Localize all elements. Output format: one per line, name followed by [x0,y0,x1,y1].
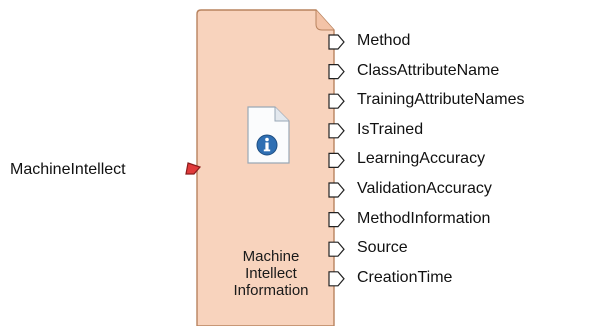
output-label-trainingattributenames: TrainingAttributeNames [357,91,525,109]
output-label-method: Method [357,32,411,49]
output-port-trainingattributenames[interactable] [328,93,345,109]
output-port-method[interactable] [328,34,345,50]
output-label-classattributename: ClassAttributeName [357,61,500,79]
output-label-istrained: IsTrained [357,120,424,138]
output-port-methodinformation[interactable] [328,212,345,228]
output-port-learningaccuracy[interactable] [328,152,345,168]
node-caption-line: Intellect [245,265,297,282]
input-port-machineintellect[interactable] [185,162,202,175]
node-caption: Machine Intellect Information [212,248,330,299]
output-port-source[interactable] [328,241,345,257]
node-fold-corner [315,10,334,31]
output-label-creationtime: CreationTime [357,268,453,286]
info-document-icon [247,106,290,164]
output-port-creationtime[interactable] [328,271,345,287]
output-port-istrained[interactable] [328,123,345,139]
output-label-validationaccuracy: ValidationAccuracy [357,180,492,197]
output-port-classattributename[interactable] [328,63,345,80]
node-body[interactable] [196,9,335,326]
output-port-validationaccuracy[interactable] [328,182,345,198]
output-label-source: Source [357,239,408,257]
output-label-learningaccuracy: LearningAccuracy [357,150,486,168]
node-caption-line: Information [233,282,309,299]
input-label-machineintellect: MachineIntellect [10,161,126,178]
node-caption-line: Machine [242,248,300,265]
output-label-methodinformation: MethodInformation [357,209,491,227]
